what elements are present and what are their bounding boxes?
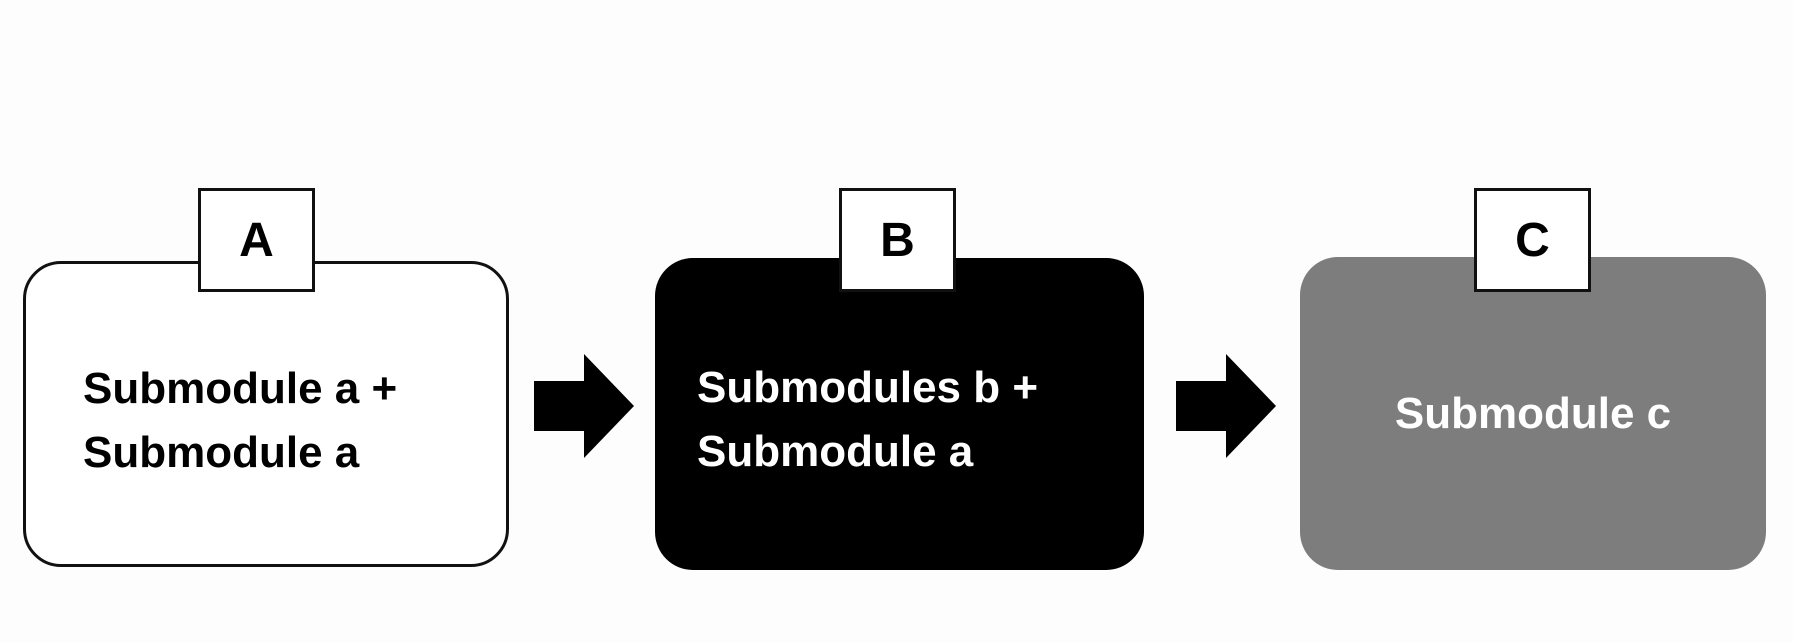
module-b-tab-label: B [839, 188, 956, 292]
module-b-box: Submodules b + Submodule a [655, 258, 1144, 570]
module-c-text: Submodule c [1394, 388, 1672, 438]
right-arrow-icon [534, 354, 634, 458]
module-b-text: Submodules b + Submodule a [697, 363, 1039, 476]
module-a-text: Submodule a + Submodule a [83, 364, 398, 477]
module-a-box: Submodule a + Submodule a [23, 261, 509, 567]
module-a-tab-label: A [198, 188, 315, 292]
module-c-box: Submodule c [1300, 257, 1766, 570]
module-c-tab-label: C [1474, 188, 1591, 292]
right-arrow-icon [1176, 354, 1276, 458]
